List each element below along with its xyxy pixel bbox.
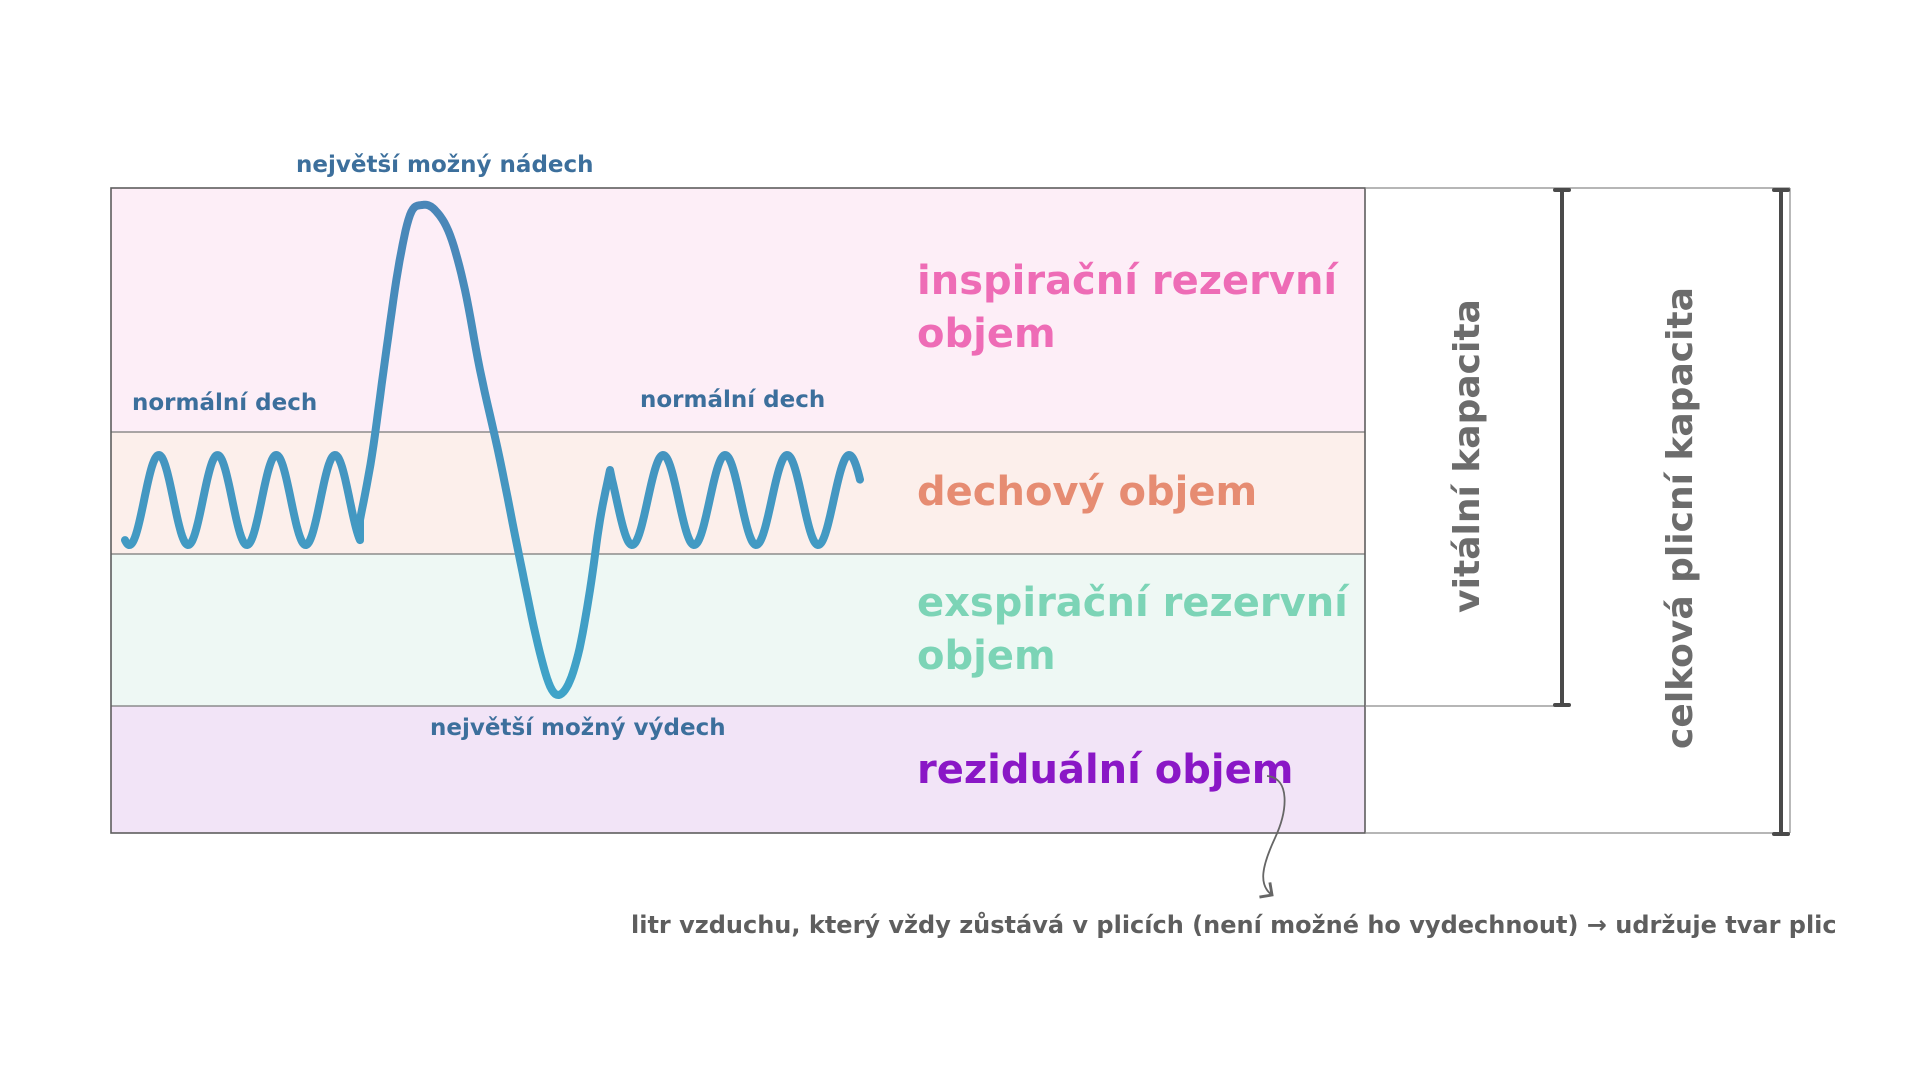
vital-capacity-label: vitální kapacita	[1447, 299, 1488, 613]
max-exhale-label: největší možný výdech	[430, 715, 726, 741]
normal-breath-right-label: normální dech	[640, 387, 825, 413]
expiratory-reserve-zone	[111, 554, 1365, 706]
inspiratory-reserve-label: inspirační rezervní objem	[917, 258, 1351, 357]
inspiratory-reserve-zone	[111, 188, 1365, 432]
expiratory-reserve-label: exspirační rezervní objem	[917, 580, 1362, 679]
total-capacity-bracket	[1772, 188, 1790, 836]
total-capacity-label: celková plicní kapacita	[1660, 287, 1701, 749]
tidal-volume-label: dechový objem	[917, 469, 1257, 515]
residual-volume-label: reziduální objem	[917, 747, 1293, 793]
residual-volume-zone	[111, 706, 1365, 833]
breathing-wave-curve	[121, 200, 864, 699]
diagram-frame	[110, 187, 1366, 834]
curved-arrow-icon	[1259, 775, 1286, 899]
vital-capacity-bracket	[1553, 188, 1571, 707]
max-inhale-label: největší možný nádech	[296, 152, 594, 178]
normal-breath-left-label: normální dech	[132, 390, 317, 416]
residual-volume-note: litr vzduchu, který vždy zůstává v plicí…	[631, 911, 1837, 939]
